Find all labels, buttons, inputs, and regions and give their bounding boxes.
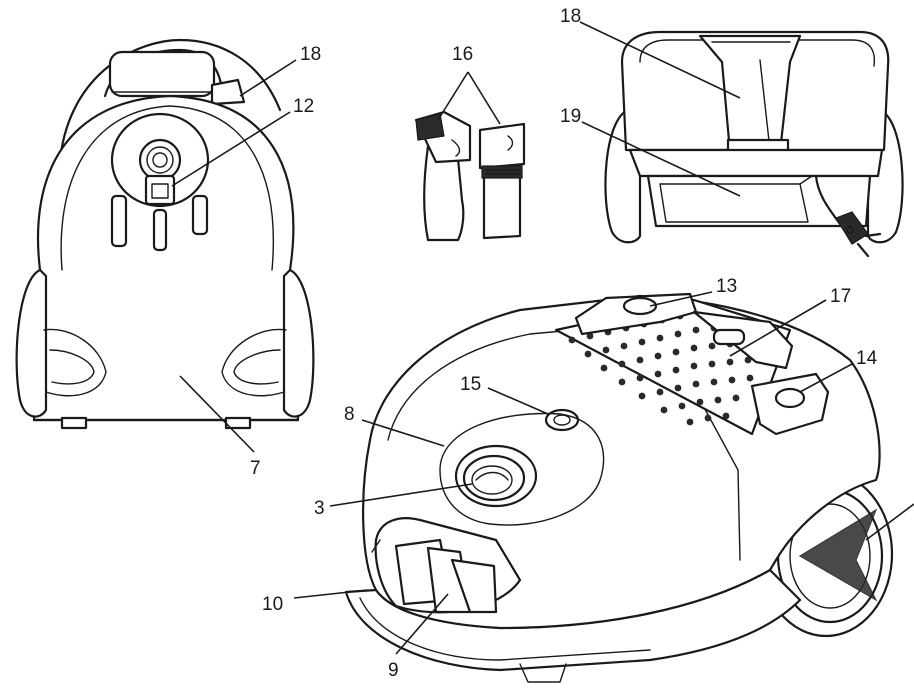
top-view-illustration [604,30,904,258]
callout-14: 14 [856,348,878,369]
callout-10: 10 [262,594,283,615]
callout-18-top: 18 [560,6,581,27]
callout-19: 19 [560,106,581,127]
callout-16: 16 [452,44,473,65]
main-view-illustration [344,292,894,683]
callout-17: 17 [830,286,851,307]
callout-7: 7 [250,458,261,479]
leader-lines [171,21,914,655]
crevice-nozzles-illustration [414,110,526,242]
callout-3: 3 [314,498,325,519]
callout-9: 9 [388,660,399,681]
callout-8: 8 [344,404,355,425]
callout-18-rear: 18 [300,44,321,65]
callout-15: 15 [460,374,481,395]
callout-13: 13 [716,276,737,297]
callout-12: 12 [293,96,314,117]
rear-view-illustration [15,38,315,430]
callout-labels: 18 12 7 16 18 19 13 17 14 15 8 3 10 9 [250,6,878,681]
